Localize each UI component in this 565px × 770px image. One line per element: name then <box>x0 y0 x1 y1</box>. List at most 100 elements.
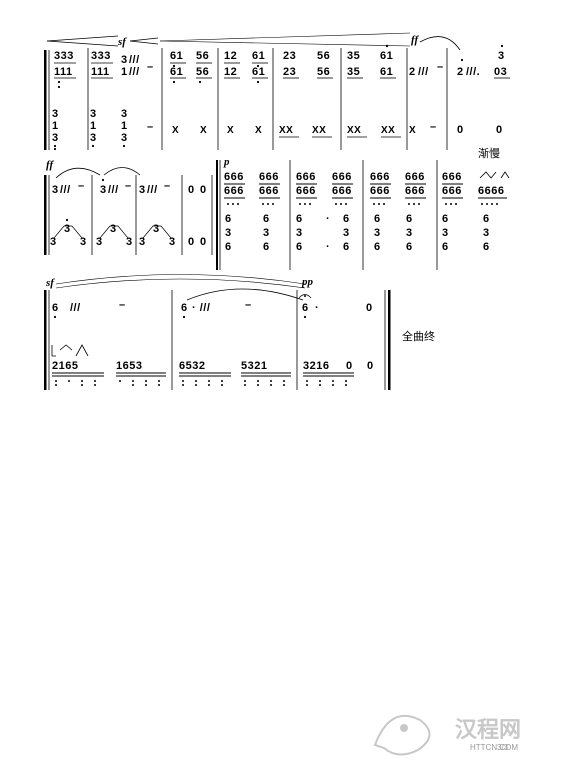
note-group: 35 <box>347 50 360 62</box>
svg-text:–: – <box>164 180 171 192</box>
note: 6 <box>52 302 59 314</box>
svg-text:6: 6 <box>406 213 413 225</box>
svg-text:6: 6 <box>374 213 381 225</box>
svg-text:–: – <box>125 180 132 192</box>
svg-text:6: 6 <box>406 241 413 253</box>
note-group: 61 <box>380 66 393 78</box>
svg-text:6: 6 <box>442 213 449 225</box>
svg-text:6: 6 <box>225 241 232 253</box>
note-group: 3216 <box>303 360 329 372</box>
note-group: 61 <box>252 66 265 78</box>
dynamic-pp: pp <box>301 276 314 288</box>
note-group: 23 <box>283 66 296 78</box>
svg-text:0: 0 <box>346 360 353 372</box>
svg-text:666: 666 <box>224 171 244 183</box>
note: 2 <box>409 66 416 78</box>
svg-text:666: 666 <box>259 171 279 183</box>
dynamic-ff: ff <box>411 34 419 46</box>
svg-text:666: 666 <box>370 185 390 197</box>
svg-text:3: 3 <box>121 132 128 144</box>
svg-text:3: 3 <box>52 108 59 120</box>
svg-text:666: 666 <box>224 185 244 197</box>
svg-text:1: 1 <box>90 120 97 132</box>
dynamic-p: p <box>223 156 230 168</box>
svg-text:3: 3 <box>90 132 97 144</box>
svg-text:6: 6 <box>263 241 270 253</box>
svg-text:3: 3 <box>153 223 160 235</box>
svg-text:666: 666 <box>442 185 462 197</box>
svg-text:///: /// <box>418 66 429 78</box>
dynamic-sf: sf <box>45 277 55 289</box>
percussion-x: XX <box>381 125 395 136</box>
percussion-x: X <box>172 125 179 136</box>
note-group: 61 <box>170 66 183 78</box>
note-group: 61 <box>170 50 183 62</box>
page-number: 3/3 <box>497 743 509 752</box>
svg-text:6: 6 <box>296 213 303 225</box>
svg-text:3: 3 <box>263 227 270 239</box>
note-group: 35 <box>347 66 360 78</box>
svg-text:///.: ///. <box>466 66 480 78</box>
note-group: 333 <box>54 50 74 62</box>
dynamic-sf: sf <box>117 36 127 48</box>
svg-text:6: 6 <box>225 213 232 225</box>
svg-text:·: · <box>326 241 330 253</box>
watermark-url: HTTCN.COM <box>470 743 518 752</box>
svg-text:3: 3 <box>80 236 87 248</box>
percussion-x: XX <box>347 125 361 136</box>
svg-text:–: – <box>78 180 85 192</box>
svg-text:3: 3 <box>121 108 128 120</box>
svg-text:3: 3 <box>52 132 59 144</box>
rest: 0 <box>457 124 464 136</box>
system-2: ff 3 /// – 3 /// – 3 /// – 0 0 p 666 666… <box>44 146 510 270</box>
svg-text:666: 666 <box>332 185 352 197</box>
svg-text:3: 3 <box>169 236 176 248</box>
note-group: 12 <box>224 66 237 78</box>
svg-text:·: · <box>315 302 319 314</box>
note-group: 61 <box>380 50 393 62</box>
note: 2 <box>457 66 464 78</box>
note: 3 <box>498 50 505 62</box>
svg-text:3: 3 <box>483 227 490 239</box>
svg-text:–: – <box>245 299 252 311</box>
svg-text:3: 3 <box>343 227 350 239</box>
svg-text:666: 666 <box>332 171 352 183</box>
note: 3 <box>52 184 59 196</box>
watermark-text: 汉程网 <box>455 717 521 742</box>
svg-text:3: 3 <box>126 236 133 248</box>
svg-text:1: 1 <box>52 120 59 132</box>
svg-text:X: X <box>409 125 416 136</box>
svg-text:1: 1 <box>121 120 128 132</box>
note: 3 <box>139 184 146 196</box>
note-group: 61 <box>252 50 265 62</box>
note-group: 2165 <box>52 360 78 372</box>
system-3: sf pp 6 /// – 6 · /// – 6 · 0 全曲终 2165 1… <box>44 274 435 390</box>
svg-text:666: 666 <box>442 171 462 183</box>
svg-text:3: 3 <box>296 227 303 239</box>
end-marking: 全曲终 <box>402 329 435 343</box>
note-group: 56 <box>317 66 330 78</box>
svg-text:·: · <box>326 213 330 225</box>
svg-text:666: 666 <box>405 171 425 183</box>
rest: 0 <box>366 302 373 314</box>
svg-text:///: /// <box>108 184 119 196</box>
svg-text:666: 666 <box>259 185 279 197</box>
svg-text:–: – <box>147 121 154 133</box>
svg-text:6: 6 <box>483 213 490 225</box>
svg-text:· ///: · /// <box>192 302 210 314</box>
svg-text:3: 3 <box>110 223 117 235</box>
svg-text:666: 666 <box>370 171 390 183</box>
svg-text:///: /// <box>129 54 140 66</box>
svg-text:3: 3 <box>225 227 232 239</box>
note-group: 5321 <box>241 360 267 372</box>
svg-text:–: – <box>437 61 444 73</box>
percussion-x: X <box>200 125 207 136</box>
note-group: 6532 <box>179 360 205 372</box>
note-group: 23 <box>283 50 296 62</box>
svg-text:666: 666 <box>296 185 316 197</box>
rest: 0 <box>496 124 503 136</box>
svg-text:6: 6 <box>263 213 270 225</box>
rest: 0 <box>367 360 374 372</box>
rest: 0 <box>200 184 207 196</box>
